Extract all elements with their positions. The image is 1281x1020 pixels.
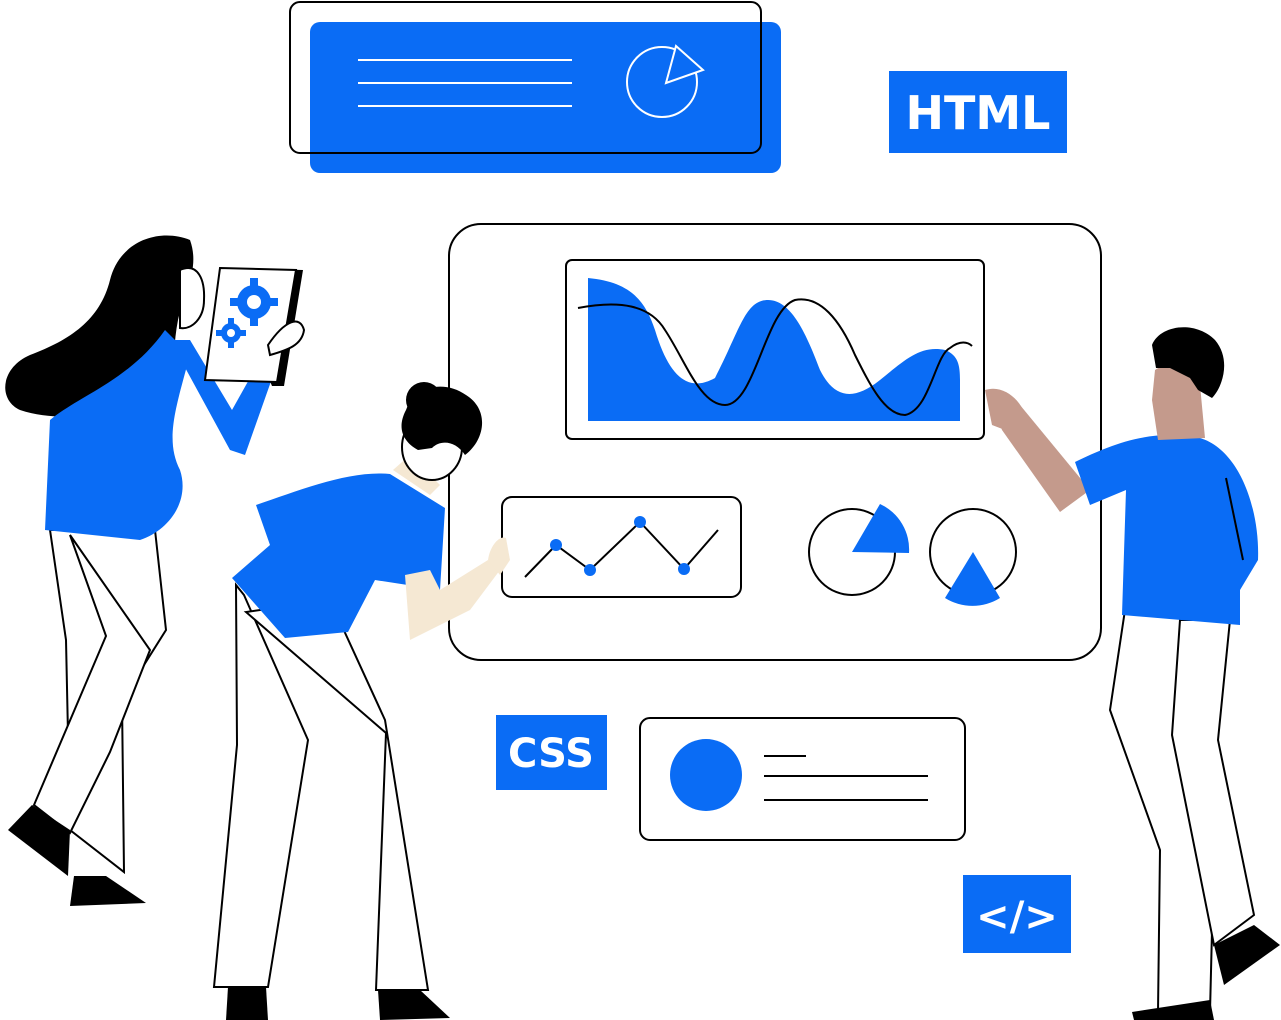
line-chart-icon: [501, 496, 742, 598]
gear-icon: [216, 318, 246, 348]
top-banner-card: [289, 1, 781, 173]
pie-chart-icon: [929, 508, 1017, 606]
code-icon: </>: [963, 875, 1071, 953]
pie-chart-icon: [808, 504, 910, 596]
wave-chart: [565, 259, 985, 440]
css-tag-label: CSS: [508, 731, 594, 777]
html-tag-label: HTML: [906, 86, 1051, 140]
man-bending: [212, 382, 510, 1020]
wave-line: [577, 298, 973, 417]
avatar-icon: [670, 739, 742, 811]
pie-chart-icon: [626, 44, 705, 118]
woman-with-tablet: [5, 235, 306, 906]
profile-card: [639, 717, 966, 841]
html-tag: HTML: [889, 71, 1067, 153]
code-tag-label: </>: [976, 894, 1058, 940]
wave-area: [588, 278, 960, 421]
gear-icon: [230, 278, 278, 326]
man-pointing: [985, 327, 1280, 1020]
css-tag: CSS: [496, 715, 607, 790]
dashboard-panel: [448, 223, 1102, 661]
